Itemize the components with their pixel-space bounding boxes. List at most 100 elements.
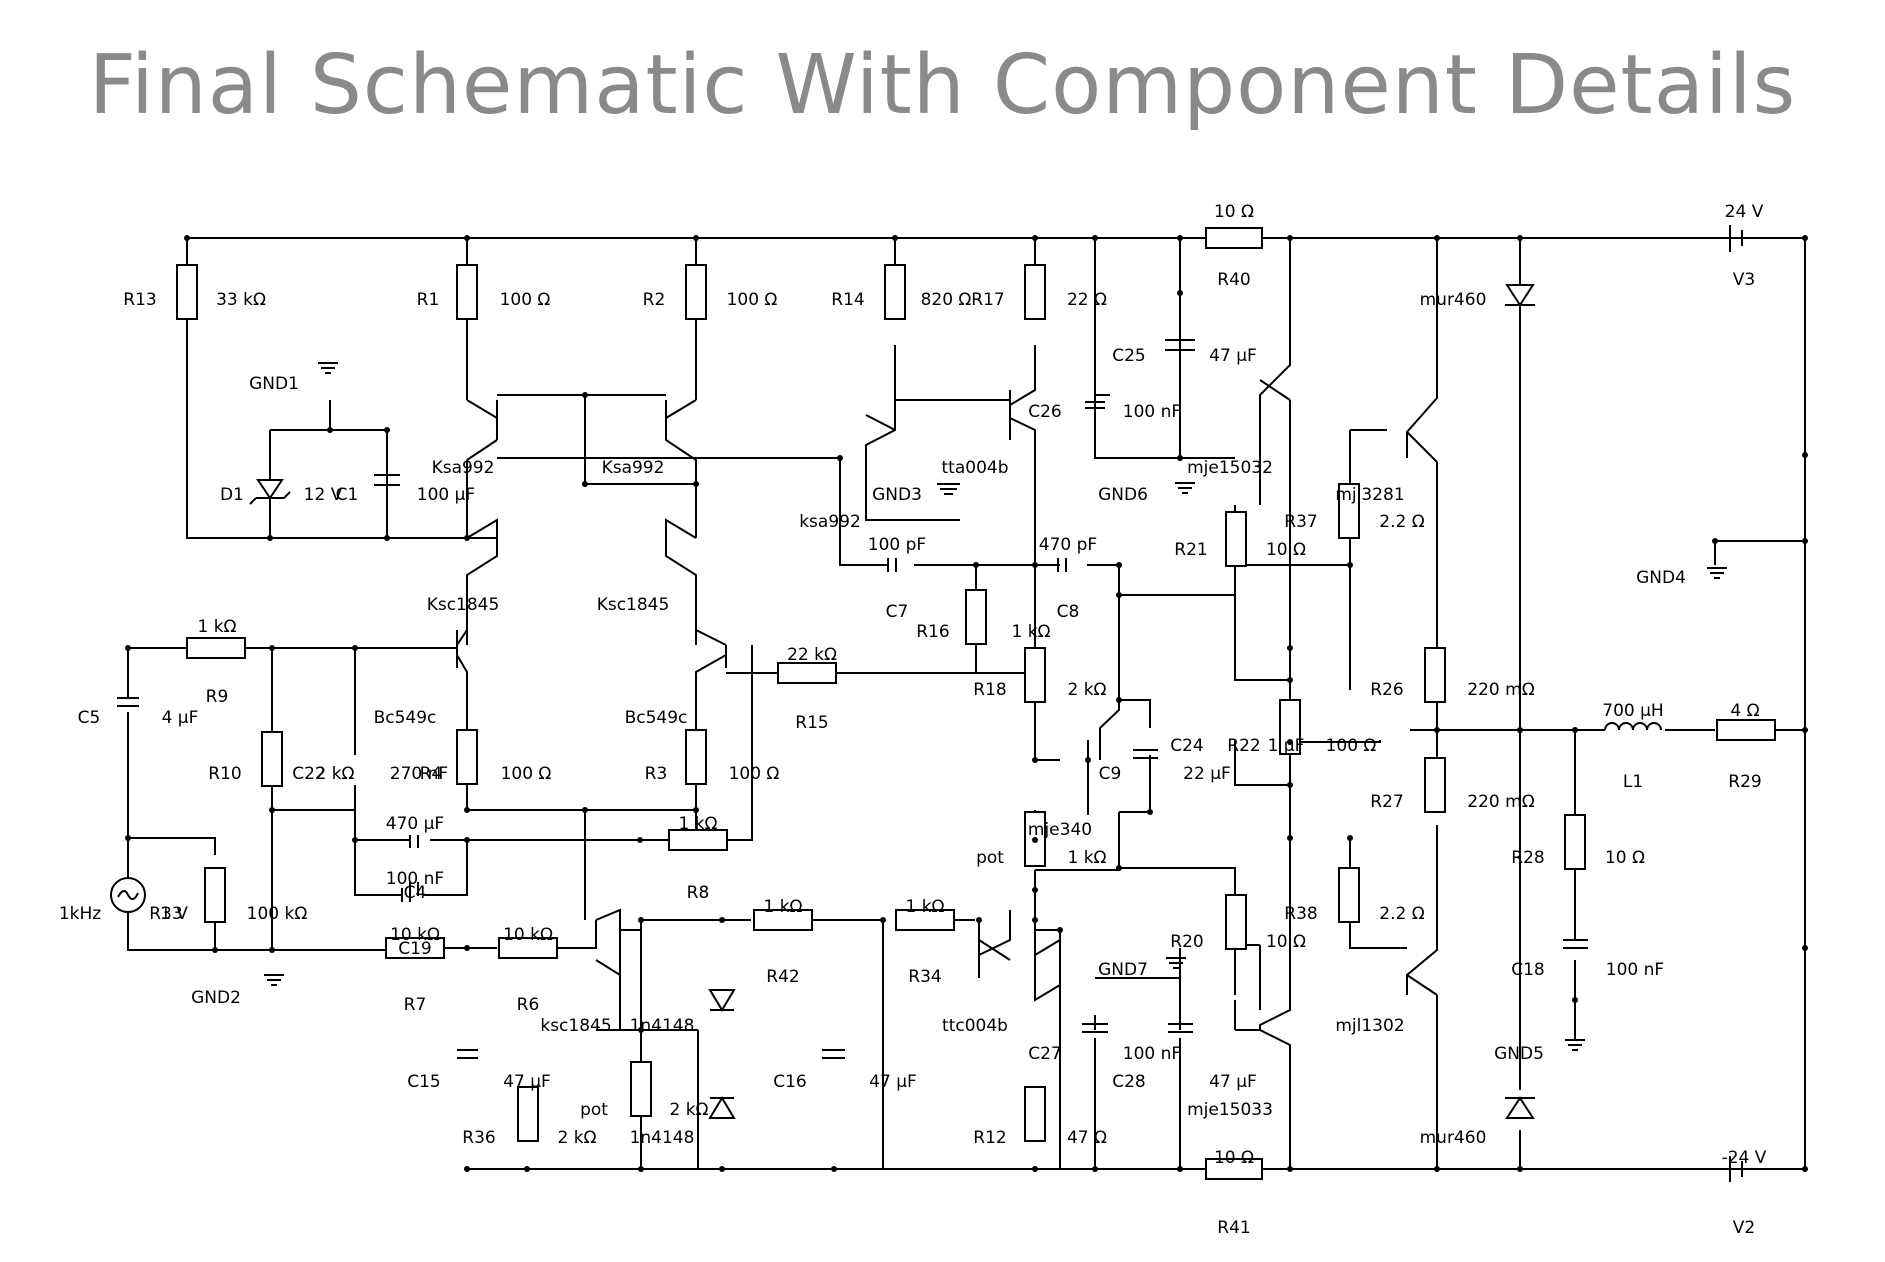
component-label: 24 V (1725, 202, 1764, 222)
component-label: C24 (1170, 736, 1204, 756)
component-label: R4 (420, 764, 443, 784)
component-label: 1 kΩ (763, 897, 802, 917)
component-label: 2 kΩ (1067, 680, 1106, 700)
component-label: 22 Ω (1067, 290, 1107, 310)
component-label: 10 Ω (1266, 540, 1306, 560)
component-label: R22 (1227, 736, 1260, 756)
component-label: 820 Ω (921, 290, 972, 310)
component-label: 1 kΩ (678, 814, 717, 834)
component-label: tta004b (942, 458, 1009, 478)
component-label: 100 kΩ (247, 904, 308, 924)
component-label: R33 (149, 904, 182, 924)
component-label: pot (580, 1100, 608, 1120)
component-label: ksa992 (799, 512, 861, 532)
component-label: 47 µF (1209, 1072, 1257, 1092)
component-label: 10 Ω (1605, 848, 1645, 868)
component-label: Ksa992 (432, 458, 495, 478)
component-label: L1 (1623, 772, 1643, 792)
component-label: GND2 (191, 988, 241, 1008)
component-label: 100 µF (417, 485, 475, 505)
component-label: mjl3281 (1335, 485, 1404, 505)
component-label: 4 µF (162, 708, 199, 728)
component-label: 1 V (160, 904, 188, 924)
component-label: R15 (795, 713, 828, 733)
component-label: 1n4148 (630, 1128, 695, 1148)
component-label: 22 µF (1183, 764, 1231, 784)
component-label: Ksc1845 (597, 595, 670, 615)
component-label: Ksc1845 (427, 595, 500, 615)
component-label: R2 (643, 290, 666, 310)
component-label: C26 (1028, 402, 1062, 422)
component-label: 100 Ω (729, 764, 780, 784)
component-label: R38 (1284, 904, 1317, 924)
component-label: C25 (1112, 346, 1146, 366)
component-label: 1n4148 (630, 1016, 695, 1036)
component-label: mje340 (1028, 820, 1092, 840)
component-label: 220 mΩ (1467, 792, 1534, 812)
component-label: GND1 (249, 374, 299, 394)
component-label: C16 (773, 1072, 807, 1092)
component-label: 470 pF (1039, 535, 1097, 555)
component-label: R34 (908, 967, 941, 987)
component-label: 10 Ω (1214, 202, 1254, 222)
component-label: R40 (1217, 270, 1250, 290)
component-label: Bc549c (374, 708, 437, 728)
component-label: C1 (336, 485, 359, 505)
component-label: 2.2 Ω (1379, 904, 1424, 924)
component-label: R16 (916, 622, 949, 642)
component-label: V3 (1733, 270, 1755, 290)
component-label: -24 V (1722, 1148, 1767, 1168)
component-label: mur460 (1420, 1128, 1487, 1148)
components (110, 225, 1776, 1182)
component-label: R42 (766, 967, 799, 987)
component-label: R13 (123, 290, 156, 310)
component-label: GND5 (1494, 1044, 1544, 1064)
component-label: 2 kΩ (557, 1128, 596, 1148)
component-label: R3 (645, 764, 668, 784)
component-label: 47 µF (869, 1072, 917, 1092)
component-label: R18 (973, 680, 1006, 700)
component-label: 10 kΩ (390, 925, 440, 945)
component-label: 10 Ω (1266, 932, 1306, 952)
component-label: mur460 (1420, 290, 1487, 310)
component-label: 1 kΩ (197, 617, 236, 637)
component-label: ksc1845 (540, 1016, 611, 1036)
component-label: GND7 (1098, 960, 1148, 980)
component-label: C4 (404, 883, 427, 903)
component-label: mje15032 (1187, 458, 1273, 478)
component-label: C18 (1511, 960, 1545, 980)
component-label: ttc004b (942, 1016, 1008, 1036)
component-label: 47 µF (1209, 346, 1257, 366)
component-label: 100 nF (1123, 1044, 1181, 1064)
component-label: C7 (886, 602, 909, 622)
component-label: GND4 (1636, 568, 1686, 588)
component-label: 47 µF (503, 1072, 551, 1092)
component-label: 22 kΩ (787, 645, 837, 665)
component-label: R10 (208, 764, 241, 784)
component-label: R8 (687, 883, 710, 903)
component-label: 470 µF (386, 814, 444, 834)
component-label: C22 (292, 764, 326, 784)
component-label: R7 (404, 995, 427, 1015)
component-label: R12 (973, 1128, 1006, 1148)
component-label: C9 (1099, 764, 1122, 784)
junctions (125, 235, 1808, 1172)
component-label: R21 (1174, 540, 1207, 560)
component-label: R9 (206, 687, 229, 707)
component-label: 10 Ω (1214, 1148, 1254, 1168)
component-label: pot (976, 848, 1004, 868)
component-label: R27 (1370, 792, 1403, 812)
component-label: 1kHz (59, 904, 101, 924)
component-label: D1 (220, 485, 244, 505)
component-label: 4 Ω (1730, 701, 1759, 721)
component-label: 100 nF (1606, 960, 1664, 980)
component-label: R36 (462, 1128, 495, 1148)
component-label: Ksa992 (602, 458, 665, 478)
component-label: 100 Ω (501, 764, 552, 784)
component-label: 220 mΩ (1467, 680, 1534, 700)
component-label: 100 Ω (1326, 736, 1377, 756)
component-label: 47 Ω (1067, 1128, 1107, 1148)
component-label: C8 (1057, 602, 1080, 622)
